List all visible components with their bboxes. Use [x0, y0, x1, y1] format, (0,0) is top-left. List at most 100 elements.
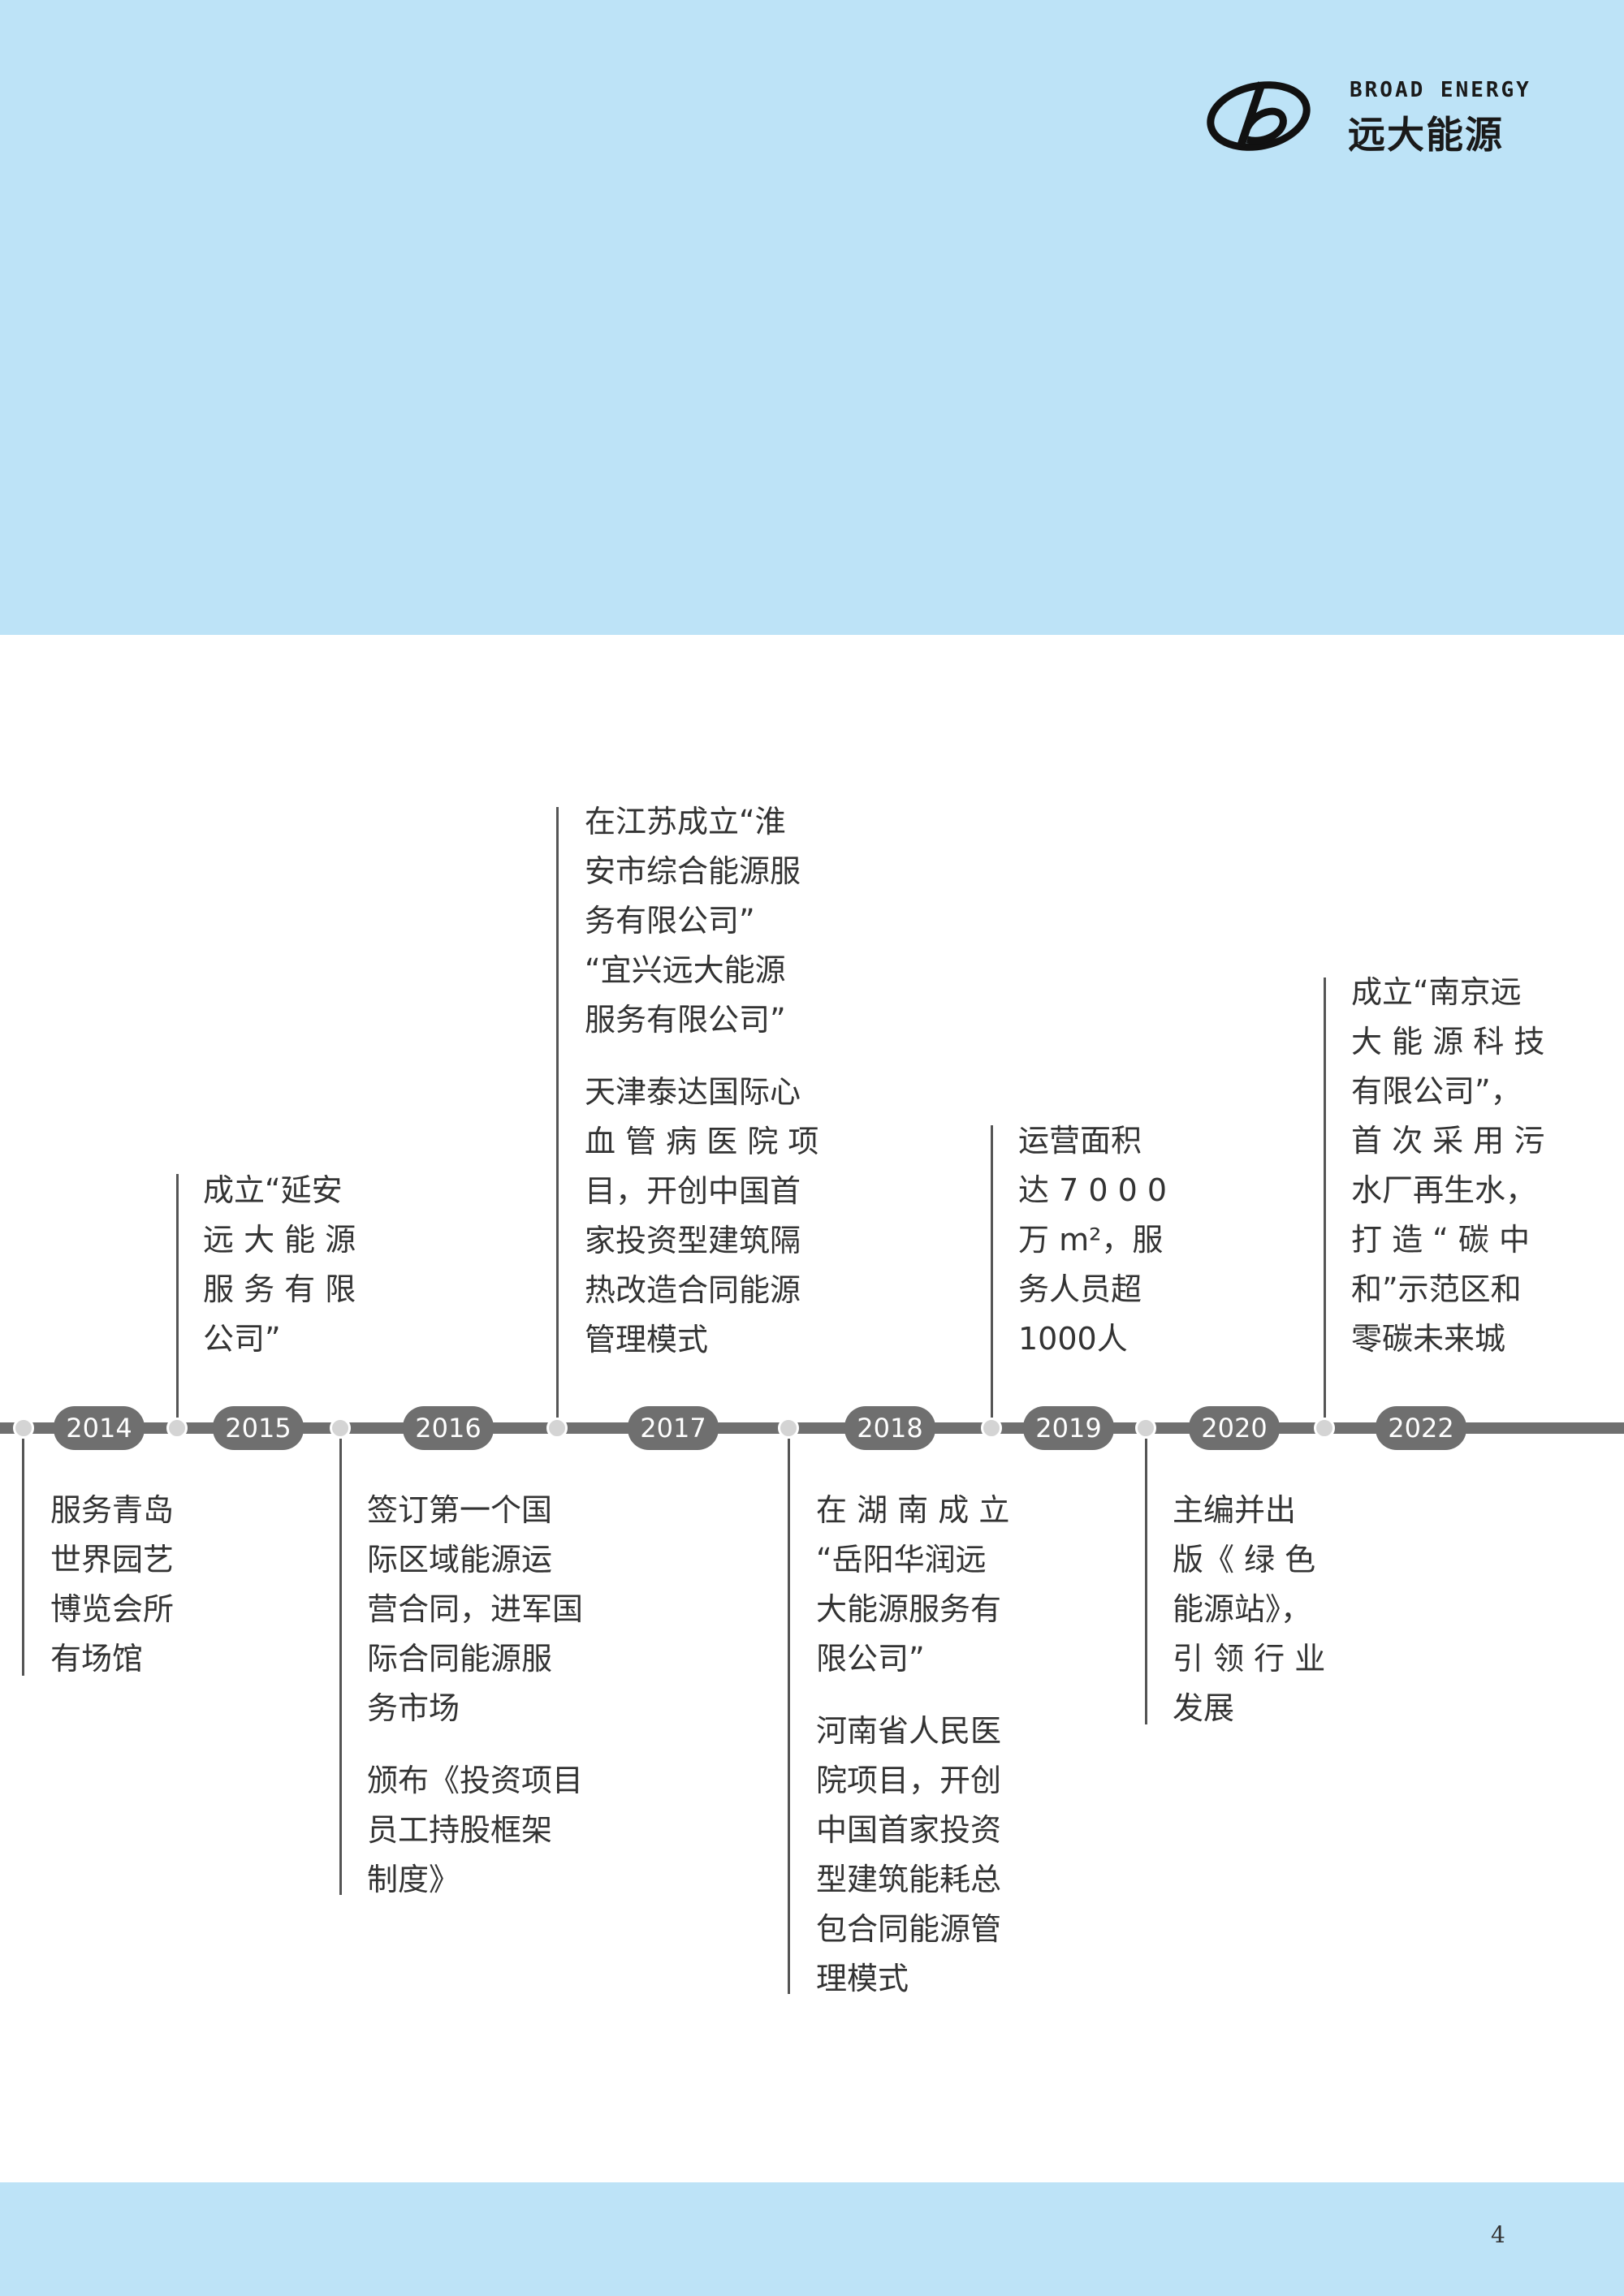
milestone-line: 主编并出	[1173, 1492, 1297, 1528]
milestone-line: 引 领 行 业	[1173, 1641, 1326, 1677]
year-label-2019: 2019	[1023, 1406, 1114, 1450]
milestone-line: 在 湖 南 成 立	[816, 1492, 1010, 1528]
milestone-line: 版《 绿 色	[1173, 1542, 1316, 1577]
milestone-line: 大 能 源 科 技	[1351, 1024, 1545, 1060]
milestone-line: 际合同能源服	[367, 1641, 553, 1677]
milestone-line: 签订第一个国	[367, 1492, 553, 1528]
milestone-line: 管理模式	[585, 1322, 709, 1357]
milestone-line: 院项目，开创	[816, 1763, 1002, 1798]
page-number: 4	[1491, 2221, 1505, 2248]
milestone-line: 首 次 采 用 污	[1351, 1123, 1545, 1159]
timeline-dot	[1135, 1418, 1156, 1439]
milestone-line: 营合同，进军国	[367, 1591, 584, 1627]
milestone-line: 在江苏成立“淮	[585, 804, 786, 839]
milestone-paragraph: 成立“延安 远 大 能 源 服 务 有 限 公司”	[203, 1166, 365, 1364]
milestone-line: 家投资型建筑隔	[585, 1223, 801, 1258]
milestone-line: 公司”	[203, 1321, 281, 1357]
milestone-line: 服务有限公司”	[585, 1002, 786, 1038]
milestone-line: “岳阳华润远	[816, 1542, 987, 1577]
milestone-line: 理模式	[816, 1961, 909, 1996]
milestone-line: 目，开创中国首	[585, 1173, 801, 1209]
milestone-line: 零碳未来城	[1351, 1321, 1506, 1357]
milestone-paragraph: 主编并出 版《 绿 色 能源站》， 引 领 行 业 发展	[1173, 1486, 1335, 1733]
connector-line-2014	[22, 1439, 24, 1676]
brand-name-en: BROAD ENERGY	[1350, 78, 1531, 102]
milestone-line: 型建筑能耗总	[816, 1862, 1002, 1897]
milestone-line: 河南省人民医	[816, 1713, 1002, 1749]
milestone-line: 水厂再生水，	[1351, 1172, 1537, 1208]
milestone-line: 万 m²，服	[1018, 1222, 1164, 1258]
connector-line-2017	[556, 807, 559, 1418]
timeline-dot	[981, 1418, 1002, 1439]
milestone-paragraph: 运营面积 达 7 0 0 0 万 m²，服 务人员超 1000人	[1018, 1116, 1173, 1364]
milestone-line: 包合同能源管	[816, 1911, 1002, 1947]
milestone-2020: 主编并出 版《 绿 色 能源站》， 引 领 行 业 发展	[1173, 1486, 1335, 1733]
milestone-line: “宜兴远大能源	[585, 952, 786, 988]
connector-line-2020	[1145, 1439, 1147, 1724]
year-label-2014: 2014	[54, 1406, 145, 1450]
header-band	[0, 0, 1624, 635]
milestone-paragraph: 河南省人民医 院项目，开创 中国首家投资 型建筑能耗总 包合同能源管 理模式	[816, 1707, 1027, 2004]
milestone-line: 务市场	[367, 1690, 460, 1726]
milestone-paragraph: 服务青岛 世界园艺 博览会所 有场馆	[50, 1486, 205, 1684]
connector-line-2018	[788, 1439, 790, 1994]
milestone-line: 中国首家投资	[816, 1812, 1002, 1848]
milestone-line: 远 大 能 源	[203, 1222, 356, 1258]
milestone-line: 大能源服务有	[816, 1591, 1002, 1627]
brand-logo: BROAD ENERGY 远大能源	[1205, 75, 1562, 157]
timeline-dot	[330, 1418, 351, 1439]
milestone-paragraph: 成立“南京远 大 能 源 科 技 有限公司”， 首 次 采 用 污 水厂再生水，…	[1351, 968, 1562, 1364]
connector-line-2016	[339, 1439, 342, 1895]
milestone-line: 有限公司”，	[1351, 1073, 1522, 1109]
footer-band	[0, 2182, 1624, 2296]
milestone-line: 颁布《投资项目	[367, 1763, 584, 1798]
brand-name-cn: 远大能源	[1348, 113, 1504, 157]
timeline-dot	[166, 1418, 188, 1439]
milestone-paragraph: 在江苏成立“淮 安市综合能源服 务有限公司” “宜兴远大能源 服务有限公司”	[585, 797, 828, 1045]
milestone-line: 员工持股框架	[367, 1812, 553, 1848]
milestone-line: 成立“南京远	[1351, 974, 1522, 1010]
timeline-dot	[778, 1418, 799, 1439]
year-label-2018: 2018	[844, 1406, 935, 1450]
milestone-paragraph: 在 湖 南 成 立 “岳阳华润远 大能源服务有 限公司”	[816, 1486, 1027, 1684]
milestone-line: 务有限公司”	[585, 903, 755, 939]
milestone-line: 世界园艺	[50, 1542, 175, 1577]
milestone-2019: 运营面积 达 7 0 0 0 万 m²，服 务人员超 1000人	[1018, 1116, 1173, 1364]
milestone-2015: 成立“延安 远 大 能 源 服 务 有 限 公司”	[203, 1166, 365, 1364]
milestone-2016: 签订第一个国 际区域能源运 营合同，进军国 际合同能源服 务市场 颁布《投资项目…	[367, 1486, 594, 1905]
milestone-line: 有场馆	[50, 1641, 144, 1677]
milestone-line: 达 7 0 0 0	[1018, 1172, 1168, 1208]
milestone-2017: 在江苏成立“淮 安市综合能源服 务有限公司” “宜兴远大能源 服务有限公司” 天…	[585, 797, 828, 1365]
milestone-paragraph: 天津泰达国际心 血 管 病 医 院 项 目，开创中国首 家投资型建筑隔 热改造合…	[585, 1068, 828, 1365]
year-label-2017: 2017	[628, 1406, 719, 1450]
milestone-line: 天津泰达国际心	[585, 1074, 801, 1110]
milestone-line: 服务青岛	[50, 1492, 175, 1528]
milestone-2018: 在 湖 南 成 立 “岳阳华润远 大能源服务有 限公司” 河南省人民医 院项目，…	[816, 1486, 1027, 2004]
year-label-2020: 2020	[1189, 1406, 1280, 1450]
milestone-2014: 服务青岛 世界园艺 博览会所 有场馆	[50, 1486, 205, 1684]
milestone-line: 能源站》，	[1173, 1591, 1312, 1627]
connector-line-2015	[176, 1174, 179, 1418]
milestone-line: 务人员超	[1018, 1271, 1142, 1307]
milestone-line: 制度》	[367, 1862, 460, 1897]
milestone-line: 热改造合同能源	[585, 1272, 801, 1308]
milestone-line: 血 管 病 医 院 项	[585, 1124, 819, 1159]
milestone-line: 和”示范区和	[1351, 1271, 1522, 1307]
milestone-line: 安市综合能源服	[585, 853, 801, 889]
connector-line-2022	[1324, 978, 1326, 1418]
year-label-2016: 2016	[403, 1406, 494, 1450]
year-label-2022: 2022	[1376, 1406, 1466, 1450]
connector-line-2019	[991, 1125, 993, 1418]
milestone-line: 运营面积	[1018, 1123, 1142, 1159]
milestone-line: 打 造 “ 碳 中	[1351, 1222, 1531, 1258]
milestone-line: 服 务 有 限	[203, 1271, 356, 1307]
broad-energy-logo-icon	[1207, 81, 1311, 151]
milestone-paragraph: 签订第一个国 际区域能源运 营合同，进军国 际合同能源服 务市场	[367, 1486, 594, 1733]
milestone-line: 博览会所	[50, 1591, 175, 1627]
timeline-dot	[13, 1418, 34, 1439]
milestone-line: 发展	[1173, 1690, 1235, 1726]
milestone-line: 1000人	[1018, 1321, 1128, 1357]
milestone-paragraph: 颁布《投资项目 员工持股框架 制度》	[367, 1756, 594, 1905]
timeline-dot	[1314, 1418, 1335, 1439]
year-label-2015: 2015	[213, 1406, 304, 1450]
